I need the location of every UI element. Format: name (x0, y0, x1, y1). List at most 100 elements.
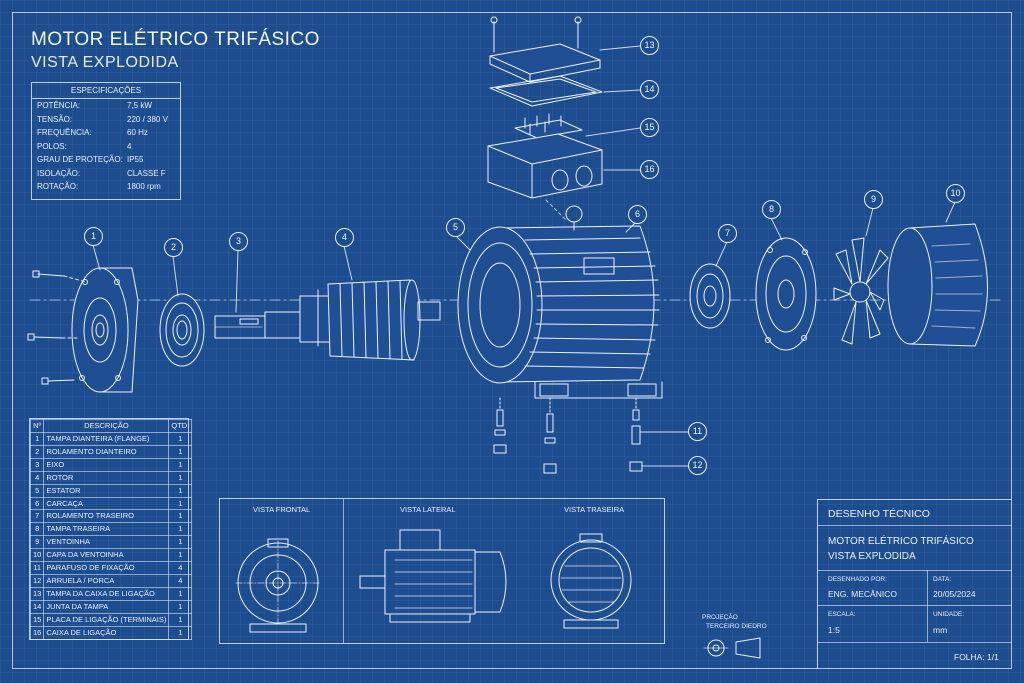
part-desc: TAMPA DA CAIXA DE LIGAÇÃO (43, 586, 170, 601)
part-qty: 1 (168, 599, 193, 614)
parts-header-qty: QTD. (168, 419, 193, 433)
fan-cover-part (887, 223, 988, 347)
part-desc: CAPA DA VENTOINHA (43, 548, 170, 563)
rear-view-label: VISTA TRASEIRA (564, 505, 625, 514)
part-num: 10 (29, 548, 45, 563)
part-desc: ROLAMENTO TRASEIRO (43, 509, 170, 524)
spec-label: ROTAÇÃO: (37, 182, 79, 191)
part-num: 2 (29, 444, 45, 459)
date-value: 20/05/2024 (933, 589, 976, 599)
spec-value: 1800 rpm (127, 182, 161, 191)
part-num: 7 (29, 509, 45, 524)
spec-label: TENSÃO: (37, 114, 73, 124)
spec-label: GRAU DE PROTEÇÃO: (37, 155, 123, 164)
sheet-number: FOLHA: 1/1 (954, 652, 999, 662)
spec-row: POLOS: 4 (32, 140, 180, 154)
part-num: 15 (29, 612, 45, 627)
specifications-table: ESPECIFICAÇÕES POTÊNCIA:7,5 kW TENSÃO:22… (31, 82, 181, 200)
balloon-14: 14 (640, 80, 659, 99)
balloon-6: 6 (628, 205, 647, 224)
front-bearing-part (159, 293, 205, 367)
projection-title: PROJEÇÃO (702, 614, 738, 621)
part-num: 4 (29, 470, 45, 485)
projection-label: PROJEÇÃO TERCEIRO DIEDRO (702, 613, 767, 631)
spec-value: IP55 (127, 155, 144, 164)
part-desc: ESTATOR (43, 483, 170, 498)
part-num: 13 (29, 586, 45, 601)
view-divider (343, 499, 344, 643)
unit-value: mm (933, 625, 948, 635)
stator-frame-part (457, 205, 663, 399)
parts-header-row: Nº DESCRIÇÃO QTD. (29, 419, 193, 433)
part-desc: TAMPA DIANTEIRA (FLANGE) (43, 432, 170, 446)
part-qty: 4 (168, 561, 193, 575)
spec-row: POTÊNCIA:7,5 kW (32, 99, 180, 113)
spec-label: POLOS: (37, 141, 67, 151)
rear-bearing-part (689, 263, 731, 329)
terminal-box-part (487, 133, 603, 199)
title-block-header: DESENHO TÉCNICO (828, 508, 930, 520)
part-qty: 1 (168, 625, 193, 640)
balloon-15: 15 (640, 118, 659, 137)
part-desc: ROTOR (43, 470, 170, 485)
part-qty: 1 (168, 444, 193, 459)
spec-value: 7,5 kW (127, 101, 152, 110)
part-desc: TAMPA TRASEIRA (43, 522, 170, 537)
specifications-header: ESPECIFICAÇÕES (32, 83, 180, 99)
title-block-divider (818, 525, 1012, 526)
spec-row: FREQUÊNCIA:60 Hz (32, 126, 180, 140)
balloon-16: 16 (640, 160, 659, 179)
part-num: 16 (29, 625, 45, 640)
balloon-9: 9 (864, 190, 883, 209)
part-num: 3 (29, 457, 45, 472)
spec-value: 60 Hz (127, 128, 148, 137)
date-label: DATA: (933, 576, 952, 583)
title-block-name-line1: MOTOR ELÉTRICO TRIFÁSICO (828, 536, 974, 547)
part-desc: PLACA DE LIGAÇÃO (TERMINAIS) (43, 612, 170, 627)
part-qty: 1 (168, 483, 193, 498)
balloon-12: 12 (688, 456, 707, 475)
spec-row: TENSÃO:220 / 380 V (32, 113, 180, 127)
part-desc: PARAFUSO DE FIXAÇÃO (43, 561, 170, 575)
balloon-1: 1 (84, 227, 103, 246)
drawing-frame (12, 12, 1012, 669)
balloon-3: 3 (229, 232, 248, 251)
part-qty: 1 (168, 612, 193, 627)
part-desc: JUNTA DA TAMPA (43, 599, 170, 614)
title-block: DESENHO TÉCNICO MOTOR ELÉTRICO TRIFÁSICO… (817, 499, 1012, 669)
drawn-by-label: DESENHADO POR: (828, 576, 887, 583)
part-num: 6 (29, 496, 45, 511)
balloon-7: 7 (718, 224, 737, 243)
rotor-part (299, 279, 441, 361)
spec-value: 4 (127, 141, 132, 151)
terminal-box-cover-part (489, 16, 601, 83)
part-qty: 1 (168, 535, 193, 550)
part-desc: ARRUELA / PORCA (43, 573, 170, 588)
flange-bolts (27, 270, 87, 385)
front-view-drawing (235, 538, 321, 633)
part-num: 12 (29, 573, 45, 588)
side-view-drawing (359, 529, 507, 623)
part-num: 1 (29, 432, 45, 446)
spec-row: ROTAÇÃO: 1800 rpm (32, 180, 180, 194)
part-qty: 1 (168, 457, 193, 472)
part-desc: VENTOINHA (43, 535, 170, 550)
part-num: 8 (29, 522, 45, 537)
front-view-label: VISTA FRONTAL (253, 505, 311, 514)
projection-method: TERCEIRO DIEDRO (706, 623, 767, 630)
part-qty: 1 (168, 548, 193, 563)
part-qty: 1 (168, 522, 193, 537)
projection-symbol (703, 637, 761, 659)
